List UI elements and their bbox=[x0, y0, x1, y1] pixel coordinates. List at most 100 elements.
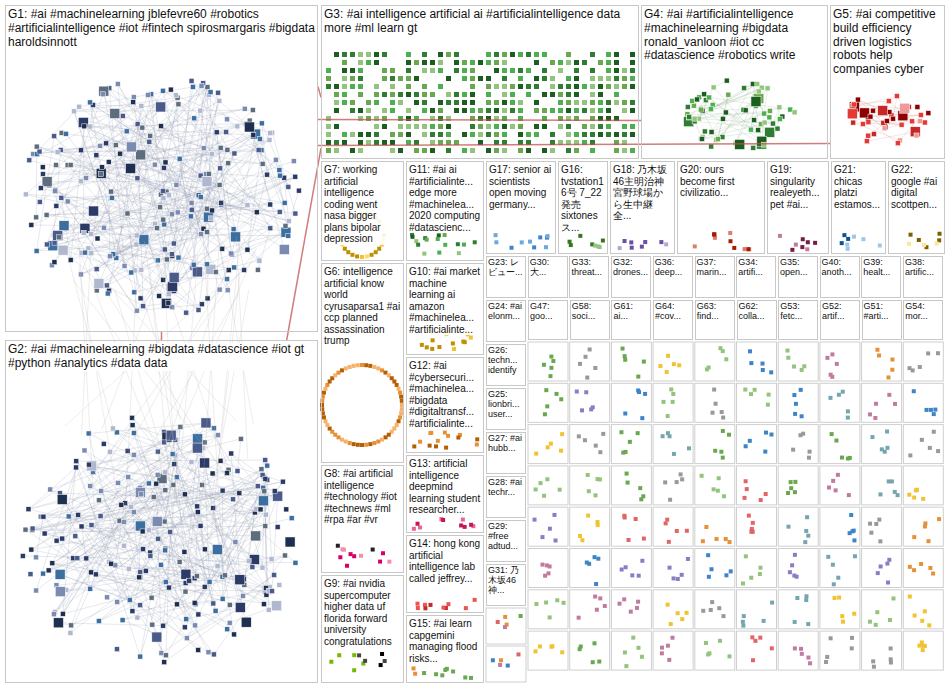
group-vertex bbox=[454, 140, 459, 145]
group-vertex bbox=[438, 60, 443, 65]
network-link bbox=[26, 102, 133, 194]
network-vertex bbox=[152, 632, 162, 642]
group-tile bbox=[528, 342, 568, 381]
network-vertex bbox=[42, 531, 47, 536]
group-vertex bbox=[422, 108, 427, 113]
group-vertex bbox=[350, 132, 355, 137]
network-vertex bbox=[101, 92, 106, 97]
network-vertex bbox=[289, 516, 294, 521]
group-vertex bbox=[358, 92, 363, 97]
group-vertex bbox=[502, 148, 507, 153]
group-vertex bbox=[606, 84, 611, 89]
network-vertex bbox=[756, 128, 761, 133]
network-vertex bbox=[127, 597, 132, 602]
network-vertex bbox=[120, 618, 125, 623]
network-link bbox=[47, 244, 131, 272]
group-vertex bbox=[470, 60, 475, 65]
group-vertex bbox=[623, 354, 627, 358]
network-vertex bbox=[184, 617, 189, 622]
network-vertex bbox=[126, 475, 131, 480]
group-vertex bbox=[486, 92, 491, 97]
network-link bbox=[157, 176, 280, 229]
group-vertex bbox=[486, 52, 491, 57]
group-vertex bbox=[390, 140, 395, 145]
group-vertex bbox=[326, 132, 331, 137]
group-vertex bbox=[328, 427, 332, 431]
network-vertex bbox=[206, 171, 211, 176]
group-vertex bbox=[430, 124, 435, 129]
network-vertex bbox=[192, 267, 202, 277]
network-vertex bbox=[54, 538, 59, 543]
network-vertex bbox=[116, 480, 121, 485]
network-link bbox=[163, 87, 193, 280]
network-vertex bbox=[44, 242, 49, 247]
network-vertex bbox=[255, 267, 260, 272]
group-vertex bbox=[352, 364, 356, 368]
network-vertex bbox=[181, 569, 191, 579]
network-vertex bbox=[724, 78, 729, 83]
network-link bbox=[37, 178, 285, 251]
network-vertex bbox=[125, 211, 130, 216]
group-vertex bbox=[414, 60, 419, 65]
network-vertex bbox=[261, 602, 266, 607]
group-vertex bbox=[544, 245, 548, 249]
group-vertex bbox=[350, 100, 355, 105]
network-link bbox=[203, 448, 235, 634]
group-vertex bbox=[598, 100, 603, 105]
network-vertex bbox=[140, 125, 145, 130]
network-link bbox=[201, 205, 247, 234]
network-link bbox=[99, 98, 178, 284]
network-link bbox=[272, 133, 295, 214]
group-vertex bbox=[473, 240, 477, 244]
network-link bbox=[128, 477, 165, 548]
group-vertex bbox=[614, 132, 619, 137]
network-vertex bbox=[131, 100, 136, 105]
group-vertex bbox=[380, 438, 384, 442]
group-vertex bbox=[677, 363, 681, 367]
group-vertex bbox=[724, 357, 728, 361]
group-vertex bbox=[446, 132, 451, 137]
network-link bbox=[102, 87, 207, 167]
group-vertex bbox=[749, 361, 753, 365]
group-vertex bbox=[534, 84, 539, 89]
network-vertex bbox=[162, 660, 167, 665]
network-vertex bbox=[68, 163, 73, 168]
network-vertex bbox=[211, 506, 216, 511]
network-link bbox=[90, 105, 93, 127]
network-link bbox=[178, 93, 218, 213]
network-link bbox=[79, 87, 193, 107]
group-vertex bbox=[593, 244, 597, 248]
group-vertex bbox=[622, 100, 627, 105]
network-link bbox=[172, 160, 276, 254]
group-vertex bbox=[666, 354, 670, 358]
group-vertex bbox=[494, 240, 498, 244]
network-vertex bbox=[698, 106, 703, 111]
group-vertex bbox=[693, 244, 697, 248]
group-vertex bbox=[430, 347, 434, 351]
network-vertex bbox=[95, 236, 100, 241]
network-vertex bbox=[77, 104, 82, 109]
group-vertex bbox=[590, 84, 595, 89]
network-vertex bbox=[162, 247, 167, 252]
network-link bbox=[712, 112, 726, 132]
group-vertex bbox=[334, 108, 339, 113]
group-vertex bbox=[358, 108, 363, 113]
network-vertex bbox=[199, 83, 204, 88]
group-vertex bbox=[598, 60, 603, 65]
network-link bbox=[54, 185, 220, 235]
network-vertex bbox=[208, 216, 213, 221]
network-link bbox=[187, 575, 274, 638]
network-link bbox=[272, 496, 278, 591]
network-link bbox=[722, 84, 752, 137]
group-vertex bbox=[398, 92, 403, 97]
group-vertex bbox=[326, 76, 331, 81]
network-vertex bbox=[107, 254, 112, 259]
group-vertex bbox=[566, 100, 571, 105]
network-vertex bbox=[202, 584, 207, 589]
network-vertex bbox=[702, 92, 707, 97]
group-vertex bbox=[390, 132, 395, 137]
group-vertex bbox=[416, 522, 420, 526]
group-vertex bbox=[350, 148, 355, 153]
group-vertex bbox=[470, 92, 475, 97]
network-link bbox=[93, 425, 132, 472]
